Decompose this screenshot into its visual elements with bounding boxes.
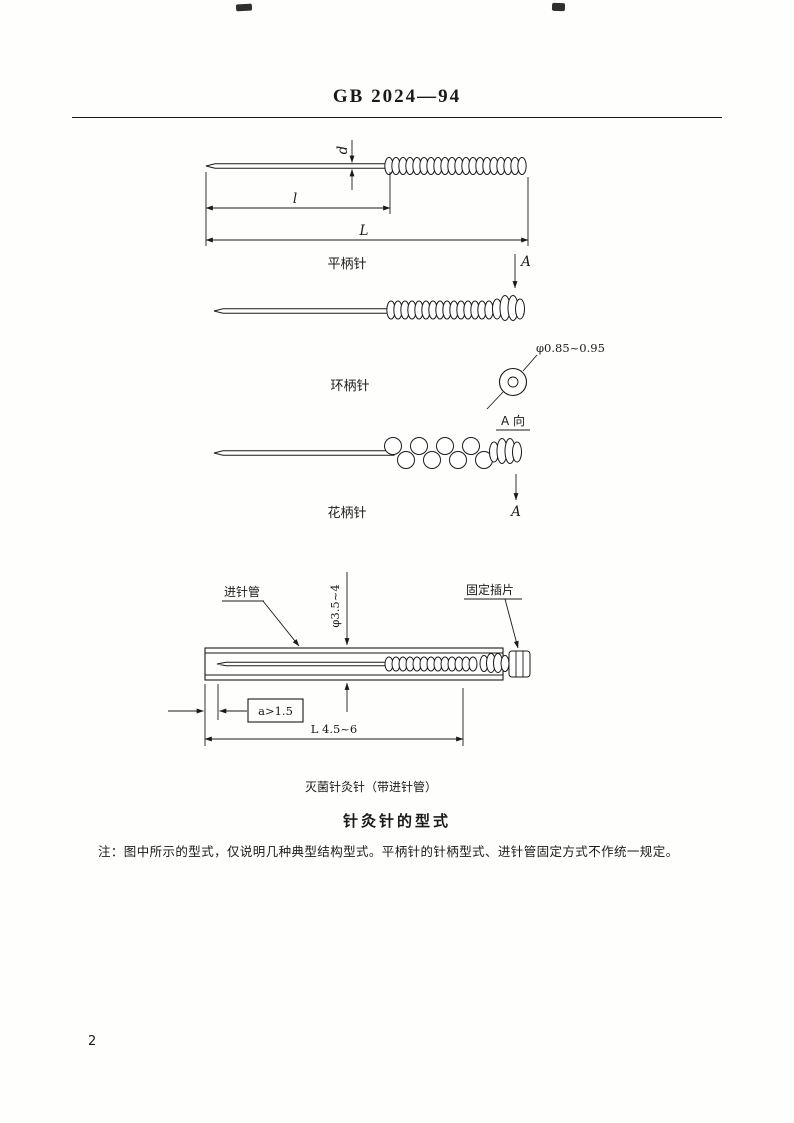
header-rule [72,117,722,118]
figure-ring-handle-needle: A 环柄针 φ0.85~0.95 A 向 [213,254,605,431]
dim-label-a: a>1.5 [258,704,293,718]
tab-label: 固定插片 [466,582,514,597]
view-arrow-label-top: A [519,254,531,270]
figure-label-sterile-tube: 灭菌针灸针（带进针管） [305,779,437,794]
coil-handle-flower [384,437,493,469]
coil-handle-tube [384,656,478,672]
view-arrow-label-bottom: A [509,504,521,520]
dim-label-l: l [293,191,297,207]
figure-flat-handle-needle: d l L 平柄针 [205,140,529,272]
coil-handle-ring [386,300,494,320]
figure-caption: 针灸针的型式 [342,812,451,830]
tube-label: 进针管 [224,584,260,599]
figure-label-ring-handle: 环柄针 [330,379,369,394]
flower-end-loop [489,438,522,464]
figure-flower-handle-needle: A 花柄针 [213,437,522,521]
dim-label-d: d [335,145,351,154]
figure-sterile-tube-needle: 进针管 固定插片 [168,572,531,794]
standard-number-header: GB 2024—94 [332,86,462,107]
dim-label-tube-length: L 4.5~6 [311,722,358,736]
note-text: 注：图中所示的型式，仅说明几种典型结构型式。平柄针的针柄型式、进针管固定方式不作… [98,844,679,859]
dim-label-L: L [359,223,369,239]
fixing-tab [508,650,531,678]
detail-dim-label: φ0.85~0.95 [536,341,605,355]
figure-label-flat-handle: 平柄针 [327,257,366,272]
coil-handle-flat [384,157,527,175]
dim-label-tube-diameter: φ3.5~4 [328,584,342,627]
detail-view-label: A 向 [501,413,525,428]
ring-end-loop [492,295,525,321]
ring-section-detail: φ0.85~0.95 A 向 [486,341,605,431]
figure-label-flower-handle: 花柄针 [327,505,366,521]
tube-needle-end-loop [479,653,510,673]
page-number: 2 [88,1034,97,1049]
